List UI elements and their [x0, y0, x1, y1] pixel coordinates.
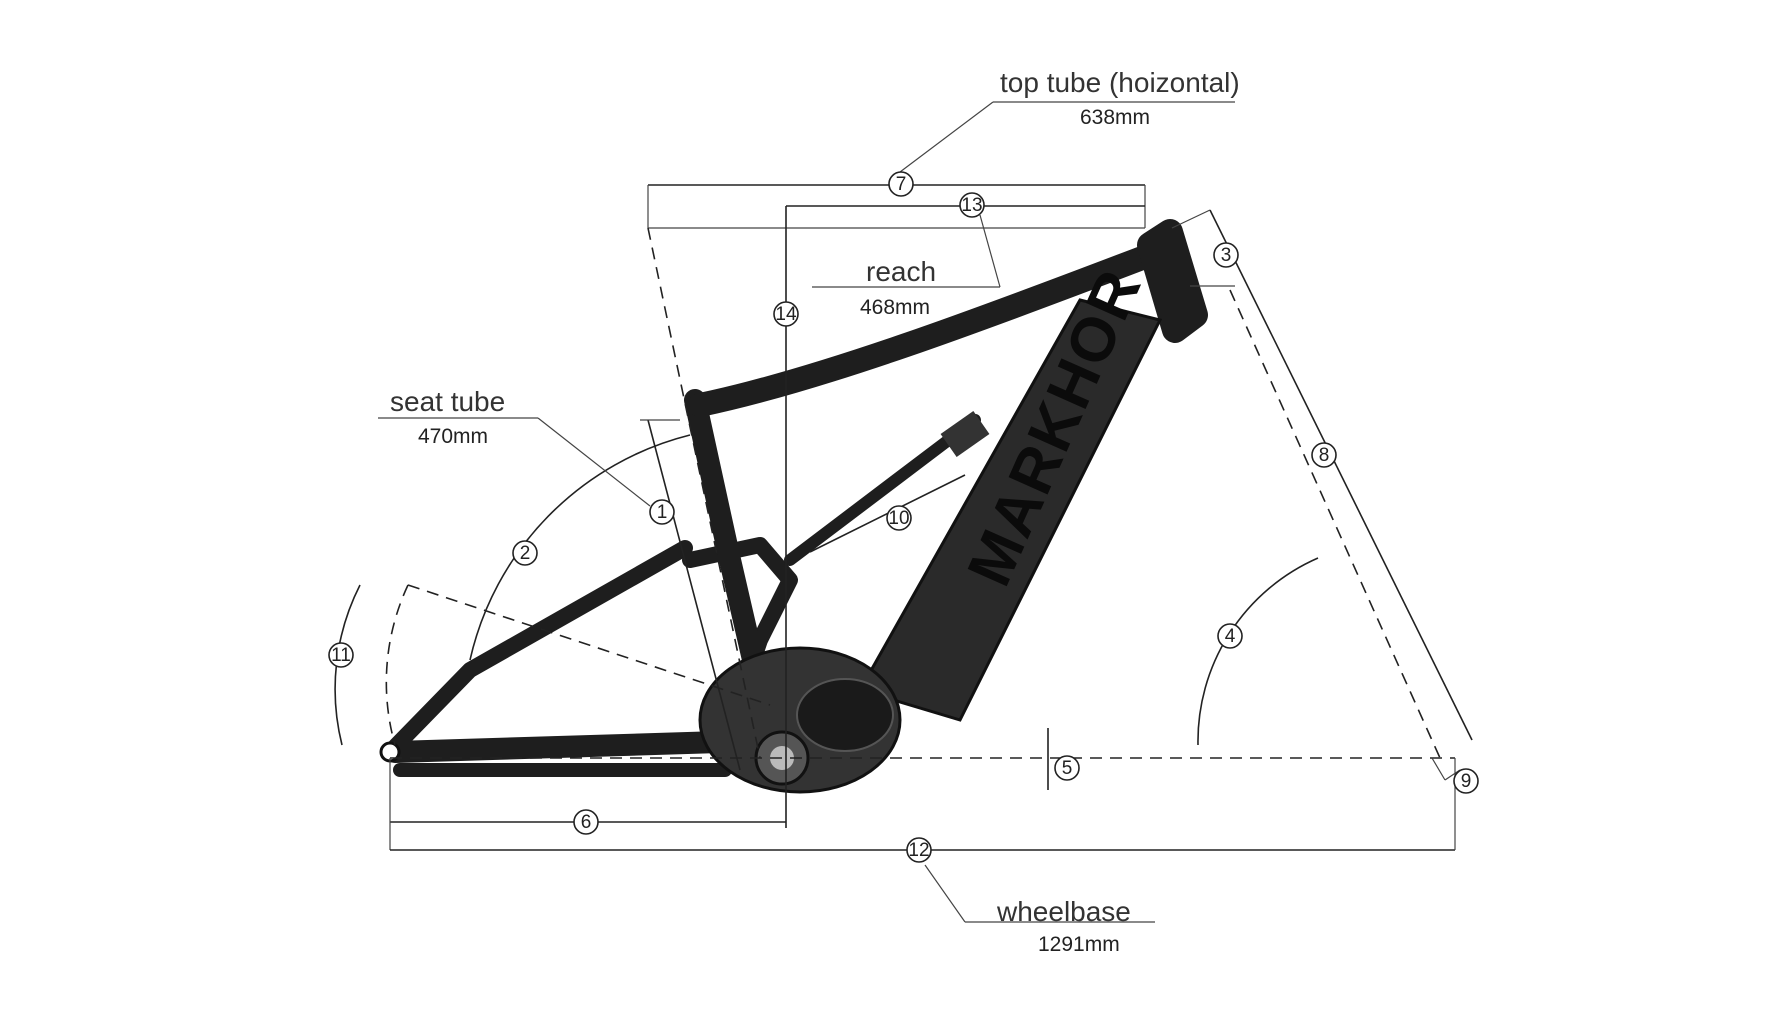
- marker-label: 9: [1461, 771, 1472, 792]
- marker-9: 9: [1453, 768, 1479, 794]
- seat-angle-arc: [469, 434, 691, 661]
- marker-label: 1: [657, 502, 668, 523]
- top-tube-value: 638mm: [1080, 106, 1150, 129]
- marker-label: 10: [888, 508, 909, 529]
- marker-5: 5: [1054, 755, 1080, 781]
- marker-3: 3: [1213, 242, 1239, 268]
- head-angle-arc: [1197, 557, 1319, 746]
- marker-label: 14: [775, 304, 797, 325]
- marker-7: 7: [888, 171, 914, 197]
- marker-circle: [886, 505, 912, 531]
- marker-8: 8: [1311, 442, 1337, 468]
- marker-label: 2: [520, 543, 531, 564]
- shock-mount: [940, 411, 990, 457]
- seat-tube-title: seat tube: [390, 386, 505, 417]
- seat-tube: [684, 389, 771, 701]
- seat-tube-dimension: [647, 419, 741, 771]
- reach-value: 468mm: [860, 296, 930, 319]
- marker-2: 2: [512, 540, 538, 566]
- marker-label: 7: [896, 174, 907, 195]
- motor-cover: [796, 678, 894, 752]
- marker-label: 5: [1062, 758, 1073, 779]
- marker-circle: [573, 809, 599, 835]
- marker-circle: [328, 642, 354, 668]
- wheelbase-title: wheelbase: [996, 896, 1131, 927]
- marker-circle: [1217, 623, 1243, 649]
- fork-axis: [1229, 289, 1441, 759]
- top-tube: [688, 243, 1162, 417]
- marker-11: 11: [328, 642, 354, 668]
- marker-12: 12: [906, 837, 932, 863]
- marker-1: 1: [649, 499, 675, 525]
- marker-circle: [1453, 768, 1479, 794]
- marker-circle: [649, 499, 675, 525]
- marker-circle: [1311, 442, 1337, 468]
- marker-circle: [512, 540, 538, 566]
- top-tube-title: top tube (hoizontal): [1000, 67, 1240, 98]
- wheelbase-value: 1291mm: [1038, 933, 1120, 956]
- marker-label: 8: [1319, 445, 1330, 466]
- callout-leaders: [378, 101, 1235, 923]
- marker-label: 13: [961, 195, 982, 216]
- marker-label: 11: [331, 645, 351, 666]
- marker-label: 6: [581, 812, 592, 833]
- head-tube: [1137, 219, 1208, 343]
- marker-14: 14: [773, 301, 799, 327]
- marker-circle: [773, 301, 799, 327]
- marker-circle: [888, 171, 914, 197]
- marker-label: 12: [908, 840, 929, 861]
- seat-stay: [382, 540, 693, 760]
- marker-circle: [906, 837, 932, 863]
- marker-13: 13: [959, 192, 985, 218]
- reach-title: reach: [866, 256, 936, 287]
- marker-10: 10: [886, 505, 912, 531]
- marker-4: 4: [1217, 623, 1243, 649]
- marker-label: 4: [1225, 626, 1236, 647]
- callouts: top tube (hoizontal) 638mm reach 468mm s…: [390, 67, 1240, 956]
- marker-circle: [959, 192, 985, 218]
- seat-tube-value: 470mm: [418, 425, 488, 448]
- seat-tube-axis: [647, 227, 761, 759]
- marker-circle: [1213, 242, 1239, 268]
- chain-stay: [384, 731, 731, 763]
- down-tube: [857, 298, 1163, 722]
- marker-6: 6: [573, 809, 599, 835]
- rear-shock: [784, 414, 981, 566]
- marker-label: 3: [1221, 245, 1232, 266]
- marker-circle: [1054, 755, 1080, 781]
- fork-dimension: [1209, 209, 1473, 741]
- stay-axis: [407, 584, 771, 706]
